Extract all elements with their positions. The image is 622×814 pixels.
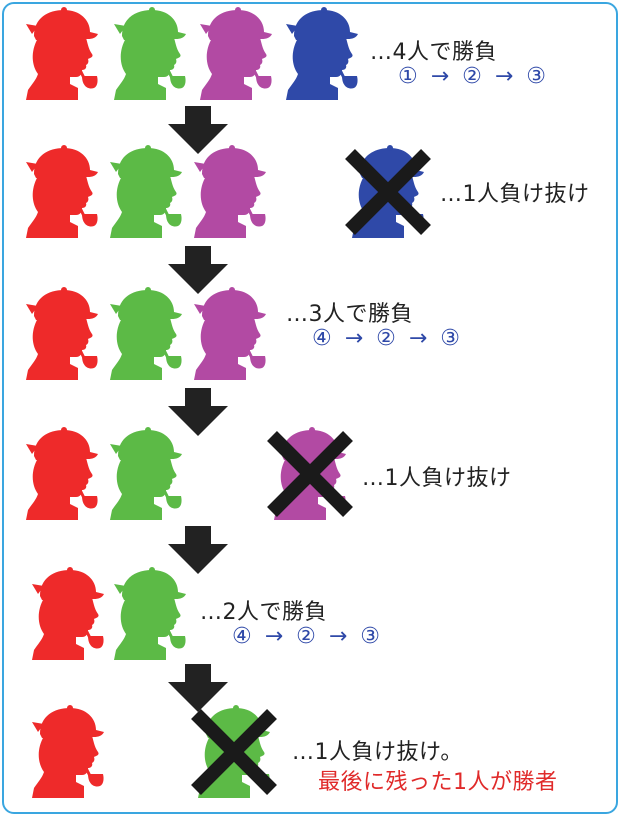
down-arrow-icon <box>168 526 228 574</box>
detective-purple-icon <box>198 4 278 100</box>
step-2-text: …1人負け抜け <box>440 182 590 207</box>
down-arrow-icon <box>168 106 228 154</box>
step-1-text: …4人で勝負 <box>370 40 497 65</box>
detective-red-icon <box>24 142 104 238</box>
down-arrow-icon <box>168 664 228 712</box>
detective-purple-icon <box>192 142 272 238</box>
step-5-text: …2人で勝負 <box>200 600 327 625</box>
detective-red-icon <box>30 702 110 798</box>
cross-mark-icon <box>264 428 356 520</box>
step-3-sequence: ④ → ② → ③ <box>312 326 464 351</box>
cross-mark-icon <box>188 706 280 798</box>
detective-green-icon <box>112 4 192 100</box>
step-3-text: …3人で勝負 <box>286 302 413 327</box>
down-arrow-icon <box>168 246 228 294</box>
detective-red-icon <box>30 564 110 660</box>
detective-blue-icon <box>284 4 364 100</box>
detective-red-icon <box>24 284 104 380</box>
step-4-text: …1人負け抜け <box>362 466 512 491</box>
winner-text: 最後に残った1人が勝者 <box>318 770 558 795</box>
detective-green-icon <box>108 284 188 380</box>
down-arrow-icon <box>168 388 228 436</box>
detective-red-icon <box>24 424 104 520</box>
detective-green-icon <box>108 424 188 520</box>
cross-mark-icon <box>342 146 434 238</box>
detective-green-icon <box>108 142 188 238</box>
detective-red-icon <box>24 4 104 100</box>
step-5-sequence: ④ → ② → ③ <box>232 624 384 649</box>
step-6-text: …1人負け抜け。 <box>292 740 463 765</box>
detective-purple-icon <box>192 284 272 380</box>
step-1-sequence: ① → ② → ③ <box>398 64 550 89</box>
detective-green-icon <box>112 564 192 660</box>
